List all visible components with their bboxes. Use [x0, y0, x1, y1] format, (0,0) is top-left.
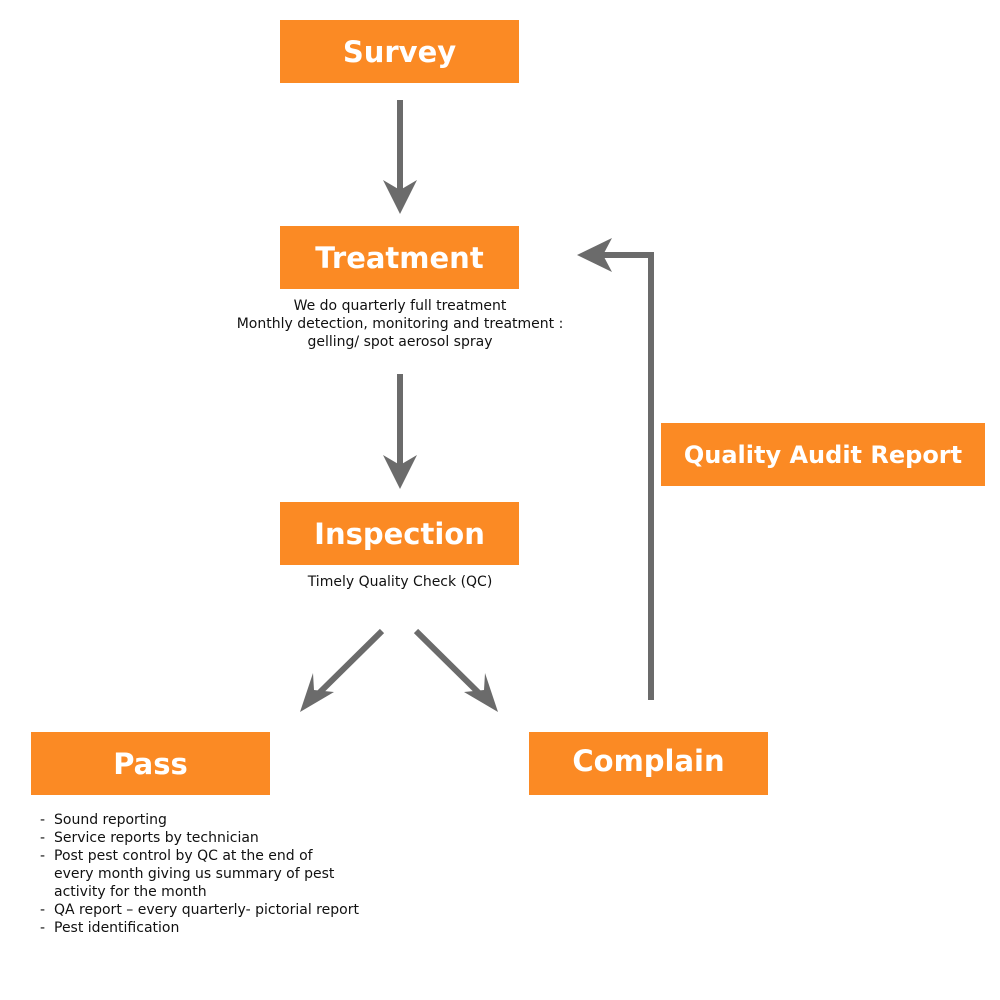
inspection-label: Inspection	[314, 516, 485, 551]
inspection-box: Inspection	[280, 502, 519, 565]
complain-box: Complain	[529, 732, 768, 795]
treatment-note-line: Monthly detection, monitoring and treatm…	[236, 316, 564, 332]
pass-label: Pass	[113, 746, 188, 781]
treatment-label: Treatment	[315, 240, 484, 275]
survey-label: Survey	[342, 34, 457, 69]
inspection-note: Timely Quality Check (QC)	[307, 574, 493, 590]
arrow-survey-to-treatment	[383, 100, 417, 214]
treatment-note-line: We do quarterly full treatment	[293, 298, 507, 314]
treatment-notes: We do quarterly full treatment Monthly d…	[200, 297, 600, 351]
list-item: QA report – every quarterly- pictorial r…	[38, 901, 398, 919]
list-item: Post pest control by QC at the end of ev…	[38, 847, 344, 901]
quality-audit-report-label: Quality Audit Report	[683, 440, 963, 469]
arrow-inspection-to-pass	[300, 628, 385, 712]
treatment-note-line: gelling/ spot aerosol spray	[307, 334, 493, 350]
pass-details-list: Sound reporting Service reports by techn…	[38, 811, 398, 937]
arrow-complain-to-treatment	[577, 238, 654, 700]
complain-label: Complain	[572, 743, 725, 778]
pass-box: Pass	[31, 732, 270, 795]
treatment-box: Treatment	[280, 226, 519, 289]
arrow-treatment-to-inspection	[383, 374, 417, 489]
arrow-inspection-to-complain	[413, 628, 498, 712]
list-item: Pest identification	[38, 919, 398, 937]
survey-box: Survey	[280, 20, 519, 83]
quality-audit-report-box: Quality Audit Report	[661, 423, 985, 486]
list-item: Service reports by technician	[38, 829, 398, 847]
list-item: Sound reporting	[38, 811, 398, 829]
